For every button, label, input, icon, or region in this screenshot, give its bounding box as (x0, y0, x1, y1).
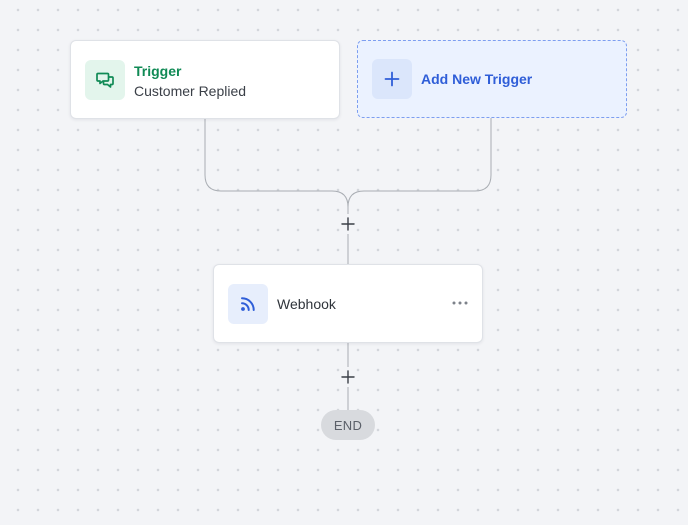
plus-icon (341, 217, 355, 231)
add-step-button[interactable] (339, 368, 357, 386)
chat-bubbles-icon (96, 72, 114, 88)
end-node: END (321, 410, 375, 440)
webhook-step-card[interactable]: Webhook (213, 264, 483, 343)
trigger-subtitle: Customer Replied (134, 83, 247, 99)
add-step-button[interactable] (339, 215, 357, 233)
connector-trigger-to-merge (204, 119, 349, 214)
webhook-icon-tile (228, 284, 268, 324)
step-more-options-button[interactable] (450, 293, 470, 313)
connector-add-trigger-to-merge (347, 118, 492, 208)
webhook-step-label: Webhook (277, 296, 336, 312)
add-trigger-icon-tile (372, 59, 412, 99)
plus-icon (341, 370, 355, 384)
trigger-title: Trigger (134, 63, 182, 79)
add-new-trigger-button[interactable]: Add New Trigger (357, 40, 627, 118)
more-horizontal-icon (452, 301, 468, 305)
add-trigger-label: Add New Trigger (421, 71, 533, 87)
plus-icon (384, 71, 400, 87)
trigger-card[interactable]: Trigger Customer Replied (70, 40, 340, 119)
trigger-icon-tile (85, 60, 125, 100)
rss-feed-icon (241, 297, 255, 311)
